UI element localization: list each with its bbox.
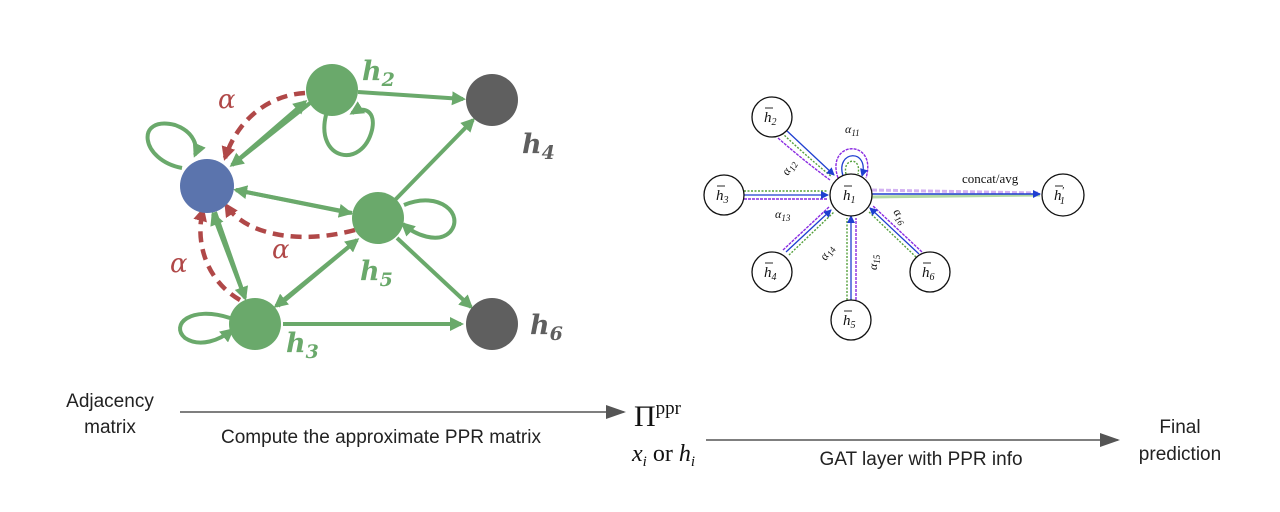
self-loop-h2 (322, 101, 375, 158)
label-h4: h4 (522, 129, 555, 164)
alpha-label-2: α (272, 235, 290, 265)
gat-label-h1: h1 (843, 188, 856, 206)
gat-node-h1 (829, 173, 873, 217)
ppr-arrow-h2 (221, 90, 306, 161)
gat-label-h2: h2 (764, 110, 777, 128)
input-label-line1: Adjacency (66, 391, 154, 412)
gat-label-h1-out: h′1 (1054, 185, 1065, 207)
attn-a15: α15 (866, 254, 882, 270)
self-loop-h3 (178, 311, 235, 345)
self-loop-h1 (145, 121, 206, 170)
gat-output-edge (871, 188, 1041, 199)
gat-label-h6: h6 (922, 265, 935, 283)
gat-edge-h4-h1 (782, 206, 835, 256)
self-loop-h5 (400, 198, 457, 240)
node-h4 (466, 74, 518, 126)
ppr-graph: h2 h4 h5 h3 h6 α α α (145, 56, 563, 363)
node-h3 (229, 298, 281, 350)
node-h2 (306, 64, 358, 116)
label-h6: h6 (530, 310, 563, 345)
gat-node-h5 (830, 299, 872, 341)
node-h6 (466, 298, 518, 350)
gat-edge-h6-h1 (867, 205, 923, 258)
gat-node-h1-out (1041, 173, 1085, 217)
attn-a14: α14 (816, 242, 838, 264)
step1-label: Compute the approximate PPR matrix (221, 427, 541, 448)
gat-node-h2 (751, 96, 793, 138)
gat-edge-h5-h1 (846, 215, 857, 300)
gat-label-h5: h5 (843, 313, 856, 331)
gat-edge-h3-h1 (744, 190, 829, 200)
gat-edge-h2-h1 (777, 129, 835, 181)
label-h2: h2 (362, 56, 395, 91)
edge-h5-h6 (395, 236, 474, 310)
ppr-arrow-h3 (193, 207, 242, 302)
concat-avg-label: concat/avg (962, 171, 1019, 186)
gat-diagram: h1 h2 h3 h4 h5 h6 h′1 α11 α12 α13 α14 α1… (703, 96, 1085, 341)
attn-a12: α12 (778, 157, 800, 179)
ppr-matrix-symbol: Πppr (634, 398, 682, 433)
gat-self-loop (835, 148, 869, 179)
alpha-label-3: α (170, 249, 188, 279)
gat-node-h3 (703, 174, 745, 216)
pipeline-flow: Adjacency matrix Compute the approximate… (66, 391, 1221, 470)
attn-a13: α13 (775, 207, 791, 223)
attn-a11: α11 (845, 122, 860, 138)
output-label-line1: Final (1159, 417, 1200, 438)
edge-h1-h5 (235, 188, 353, 218)
edge-h3-h1 (210, 211, 247, 299)
ppr-arrow-h5 (224, 202, 356, 240)
node-h5 (352, 192, 404, 244)
gat-label-h3: h3 (716, 188, 729, 206)
label-h5: h5 (360, 256, 393, 291)
edge-h5-h4 (393, 117, 476, 202)
input-label-line2: matrix (84, 417, 136, 438)
edge-h1-h2 (230, 100, 308, 167)
edge-h5-h3 (273, 238, 359, 308)
gat-vector-marks (717, 107, 1063, 312)
step2-label: GAT layer with PPR info (819, 449, 1022, 470)
gat-node-h4 (751, 251, 793, 293)
gat-node-h6 (909, 251, 951, 293)
node-h1 (180, 159, 234, 213)
edge-h2-h4 (357, 90, 466, 106)
label-h3: h3 (286, 328, 319, 363)
gat-label-h4: h4 (764, 265, 777, 283)
output-label-line2: prediction (1139, 444, 1221, 465)
node-features: xi or hi (631, 441, 695, 470)
alpha-label-1: α (218, 85, 236, 115)
